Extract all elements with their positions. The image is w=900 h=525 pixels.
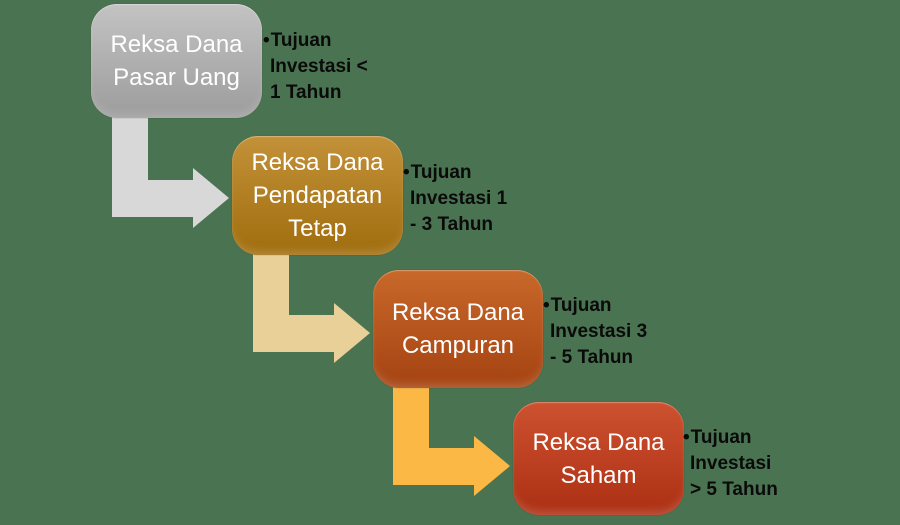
- box-label-line: Saham: [560, 461, 637, 489]
- note-line: •Tujuan: [403, 160, 507, 186]
- step-box-pasar-uang: Reksa Dana Pasar Uang: [91, 4, 262, 118]
- note-line: 1 Tahun: [270, 82, 342, 103]
- step-box-saham: Reksa Dana Saham: [513, 402, 684, 515]
- step-note-pendapatan-tetap: •Tujuan Investasi 1 - 3 Tahun: [403, 160, 507, 238]
- elbow-arrow-campuran-to-saham: [393, 380, 510, 496]
- box-label-line: Reksa Dana: [532, 428, 665, 456]
- note-line: •Tujuan: [683, 425, 778, 451]
- step-note-pasar-uang: •Tujuan Investasi < 1 Tahun: [263, 28, 368, 106]
- step-box-campuran: Reksa Dana Campuran: [373, 270, 543, 388]
- step-note-campuran: •Tujuan Investasi 3 - 5 Tahun: [543, 293, 647, 371]
- box-label-line: Pasar Uang: [113, 64, 240, 91]
- elbow-arrow-pendapatan-tetap-to-campuran: [253, 247, 370, 363]
- step-note-saham: •Tujuan Investasi > 5 Tahun: [683, 425, 778, 503]
- note-line: Investasi 1: [410, 188, 508, 209]
- note-line: > 5 Tahun: [690, 479, 778, 500]
- note-line: Investasi <: [270, 56, 368, 77]
- note-line: - 3 Tahun: [410, 214, 494, 235]
- box-label-line: Reksa Dana: [391, 299, 525, 326]
- bullet-glyph: •: [683, 427, 690, 448]
- bullet-glyph: •: [403, 162, 410, 183]
- note-text: Tujuan: [410, 162, 472, 183]
- note-line: •Tujuan: [263, 28, 368, 54]
- box-label-line: Campuran: [401, 332, 515, 359]
- note-line: •Tujuan: [543, 293, 647, 319]
- box-label-line: Pendapatan: [252, 182, 383, 209]
- note-line: Investasi 3: [550, 321, 648, 342]
- bullet-glyph: •: [543, 295, 550, 316]
- note-text: Tujuan: [270, 30, 332, 51]
- box-label-line: Reksa Dana: [251, 149, 384, 176]
- step-box-pendapatan-tetap: Reksa Dana Pendapatan Tetap: [232, 136, 403, 255]
- note-line: - 5 Tahun: [550, 347, 634, 368]
- box-label-line: Reksa Dana: [110, 31, 243, 58]
- elbow-arrow-pasar-uang-to-pendapatan-tetap: [112, 112, 229, 228]
- note-line: Investasi: [690, 453, 772, 474]
- bullet-glyph: •: [263, 30, 270, 51]
- note-text: Tujuan: [550, 295, 612, 316]
- box-label-line: Tetap: [288, 215, 347, 242]
- note-text: Tujuan: [690, 427, 752, 448]
